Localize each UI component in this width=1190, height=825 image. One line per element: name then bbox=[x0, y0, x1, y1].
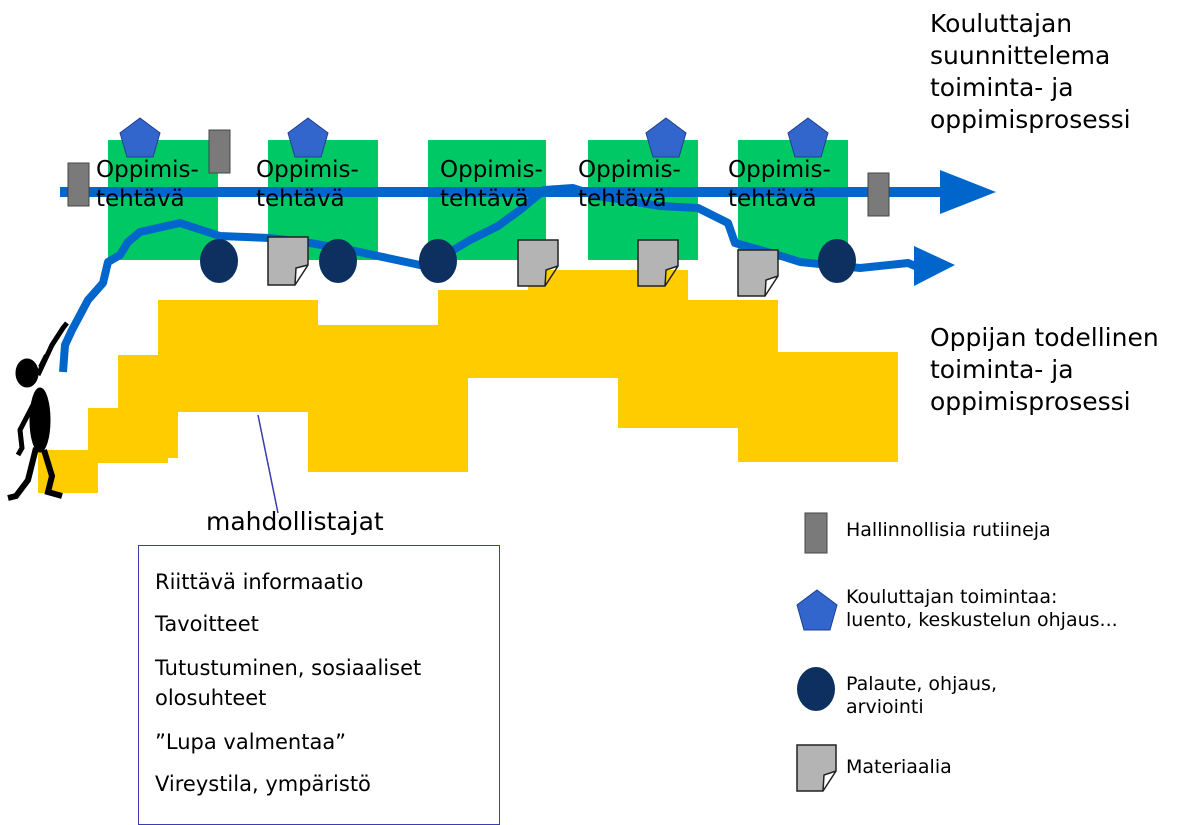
task-label: Oppimis- tehtävä bbox=[96, 156, 199, 214]
document-icon bbox=[267, 236, 309, 286]
legend-feedback: Palaute, ohjaus, arviointi bbox=[846, 673, 997, 719]
document-icon bbox=[517, 239, 559, 287]
pentagon-icon bbox=[645, 117, 687, 158]
task-label-line: Oppimis- bbox=[256, 157, 359, 183]
pentagon-icon bbox=[287, 117, 329, 158]
task-label-line: tehtävä bbox=[728, 186, 817, 212]
learner-title-line: oppimisprosessi bbox=[930, 387, 1131, 416]
document-icon bbox=[796, 744, 837, 792]
enabler-item: Tutustuminen, sosiaaliset bbox=[155, 656, 422, 680]
rectangle-icon bbox=[804, 512, 828, 554]
task-label-line: Oppimis- bbox=[728, 157, 831, 183]
enabler-item: ”Lupa valmentaa” bbox=[155, 730, 347, 754]
rectangle-icon bbox=[208, 129, 231, 174]
legend-feedback-line: Palaute, ohjaus, bbox=[846, 673, 997, 695]
task-label: Oppimis- tehtävä bbox=[256, 156, 359, 214]
admin-rectangles bbox=[67, 129, 890, 217]
circle-icon bbox=[419, 239, 457, 283]
enabler-item: Vireystila, ympäristö bbox=[155, 772, 371, 796]
enabler-item: Riittävä informaatio bbox=[155, 570, 364, 594]
task-label: Oppimis- tehtävä bbox=[728, 156, 831, 214]
legend-trainer: Kouluttajan toimintaa: luento, keskustel… bbox=[846, 586, 1118, 632]
task-label: Oppimis- tehtävä bbox=[578, 156, 681, 214]
learner-process-title: Oppijan todellinen toiminta- ja oppimisp… bbox=[930, 322, 1159, 418]
enabler-item: olosuhteet bbox=[155, 686, 267, 710]
trainer-title-line: toiminta- ja bbox=[930, 73, 1074, 102]
task-label-line: Oppimis- bbox=[578, 157, 681, 183]
trainer-process-title: Kouluttajan suunnittelema toiminta- ja o… bbox=[930, 8, 1131, 136]
circle-icon bbox=[818, 239, 856, 283]
circle-icon bbox=[797, 667, 835, 711]
planned-process-arrow bbox=[60, 170, 996, 214]
pentagon-icon bbox=[119, 117, 161, 158]
task-label: Oppimis- tehtävä bbox=[440, 156, 543, 214]
legend-material: Materiaalia bbox=[846, 756, 952, 778]
legend-feedback-line: arviointi bbox=[846, 696, 924, 718]
enabler-steps bbox=[38, 270, 898, 493]
task-label-line: tehtävä bbox=[578, 186, 667, 212]
trainer-title-line: suunnittelema bbox=[930, 41, 1111, 70]
task-label-line: tehtävä bbox=[440, 186, 529, 212]
enablers-box: Riittävä informaatio Tavoitteet Tutustum… bbox=[138, 545, 500, 825]
trainer-title-line: oppimisprosessi bbox=[930, 105, 1131, 134]
document-icon bbox=[637, 239, 679, 287]
legend-trainer-line: luento, keskustelun ohjaus... bbox=[846, 609, 1118, 631]
task-label-line: tehtävä bbox=[96, 186, 185, 212]
task-label-line: Oppimis- bbox=[96, 157, 199, 183]
document-icon bbox=[737, 249, 779, 297]
person-icon bbox=[7, 321, 69, 501]
learner-title-line: toiminta- ja bbox=[930, 355, 1074, 384]
learner-title-line: Oppijan todellinen bbox=[930, 323, 1159, 352]
legend-trainer-line: Kouluttajan toimintaa: bbox=[846, 586, 1058, 608]
circle-icon bbox=[319, 239, 357, 283]
pentagon-icon bbox=[787, 117, 829, 158]
task-label-line: tehtävä bbox=[256, 186, 345, 212]
pentagon-icon bbox=[796, 589, 838, 631]
legend-icons bbox=[796, 512, 838, 792]
pentagon-icons bbox=[119, 117, 829, 158]
enablers-label: mahdollistajat bbox=[206, 507, 384, 536]
enabler-item: Tavoitteet bbox=[155, 612, 259, 636]
feedback-circles bbox=[200, 239, 856, 283]
trainer-title-line: Kouluttajan bbox=[930, 9, 1073, 38]
enablers-pointer-line bbox=[257, 414, 279, 514]
task-label-line: Oppimis- bbox=[440, 157, 543, 183]
rectangle-icon bbox=[867, 172, 890, 217]
legend-admin: Hallinnollisia rutiineja bbox=[846, 519, 1051, 541]
circle-icon bbox=[200, 239, 238, 283]
material-documents bbox=[267, 236, 779, 297]
rectangle-icon bbox=[67, 162, 90, 207]
